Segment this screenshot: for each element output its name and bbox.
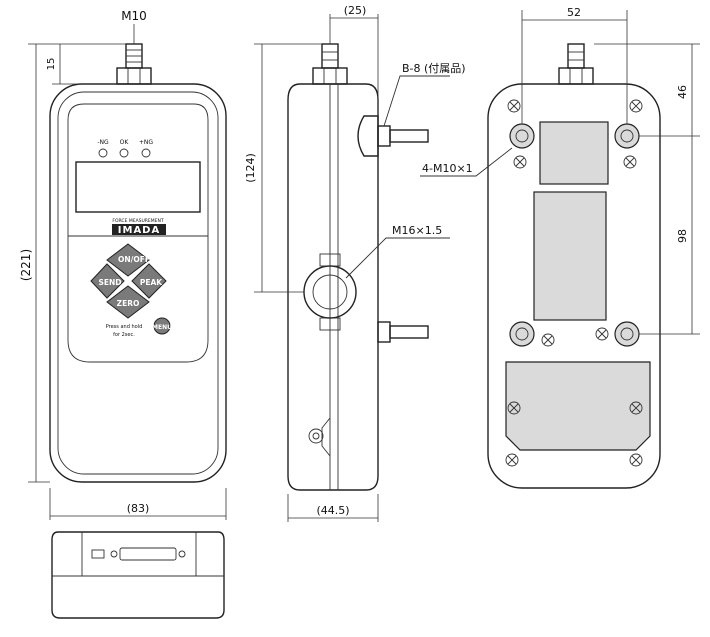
- b8-accessory-head: [357, 115, 379, 157]
- dim-15-label: 15: [46, 58, 57, 71]
- back-upper-recess: [539, 121, 609, 185]
- zero-label: ZERO: [117, 299, 140, 308]
- indicator-plus-label: +NG: [139, 139, 154, 146]
- connector-port: [119, 547, 177, 561]
- side-body-outline: [287, 83, 379, 491]
- brand-small-text: FORCE MEASUREMENT: [112, 218, 163, 224]
- front-lower-panel: [67, 235, 209, 363]
- keypad: ON/OFF SEND PEAK ZERO: [90, 243, 167, 319]
- back-top-thread: [567, 43, 585, 69]
- dim-221-label: (221): [19, 249, 33, 281]
- mount-hole-tr: [614, 123, 640, 149]
- indicator-ok-led: [119, 148, 129, 158]
- back-view: [487, 43, 661, 489]
- side-top-nut: [312, 67, 348, 85]
- menu-button: [153, 317, 171, 335]
- front-view: -NG OK +NG FORCE MEASUREMENT IMADA ON/OF…: [49, 43, 227, 483]
- mount-hole-br: [614, 321, 640, 347]
- side-top-thread: [321, 43, 339, 69]
- dim-124-label: (124): [244, 153, 257, 183]
- front-body-outline: [49, 83, 227, 483]
- brand-logo: IMADA: [118, 225, 160, 236]
- side-lower-fitting: [389, 325, 429, 339]
- peak-button: [131, 263, 167, 299]
- front-upper-panel: [67, 103, 209, 237]
- peak-label: PEAK: [140, 278, 163, 287]
- mount-hole-tl: [509, 123, 535, 149]
- back-top-nut: [558, 67, 594, 85]
- send-button: [90, 263, 125, 299]
- m16-label: M16×1.5: [392, 224, 442, 237]
- front-dimensions: M10 15 (221) (83): [19, 9, 227, 520]
- dim-98-label: 98: [676, 229, 689, 243]
- back-dimensions: 52 46 98 4-M10×1: [420, 6, 700, 335]
- bottom-view-outline: [51, 531, 225, 619]
- menu-hint-text: Press and hold: [106, 324, 143, 330]
- usb-port: [91, 549, 105, 559]
- bottom-view: [51, 531, 225, 619]
- dim-46-label: 46: [676, 85, 689, 99]
- brand-badge: [112, 224, 166, 235]
- dim-52-label: 52: [567, 6, 581, 19]
- menu-hint-text-2: for 2sec.: [113, 332, 135, 338]
- zero-button: [106, 285, 150, 319]
- b8-accessory-shaft: [389, 129, 429, 143]
- menu-label: MENU: [152, 324, 172, 331]
- mount-holes-label: 4-M10×1: [422, 162, 473, 175]
- dim-m10-label: M10: [121, 9, 147, 23]
- side-dimensions: (25) (124) B-8 (付属品) M16×1.5 (44.5): [244, 4, 466, 522]
- indicator-plus-led: [141, 148, 151, 158]
- dim-83-label: (83): [127, 502, 150, 515]
- indicator-minus-label: -NG: [97, 139, 109, 146]
- mount-hole-bl: [509, 321, 535, 347]
- back-middle-recess: [533, 191, 607, 321]
- onoff-button: [106, 243, 150, 277]
- indicator-ok-label: OK: [120, 139, 130, 146]
- send-label: SEND: [98, 278, 121, 287]
- dim-25-label: (25): [344, 4, 367, 17]
- onoff-label: ON/OFF: [118, 255, 150, 264]
- b8-label: B-8 (付属品): [402, 62, 466, 75]
- front-top-nut: [116, 67, 152, 85]
- battery-cover: [505, 361, 651, 451]
- side-view: [287, 43, 450, 491]
- front-display: [75, 161, 201, 213]
- dim-44-5-label: (44.5): [316, 504, 349, 517]
- indicator-minus-led: [98, 148, 108, 158]
- back-body-outline: [487, 83, 661, 489]
